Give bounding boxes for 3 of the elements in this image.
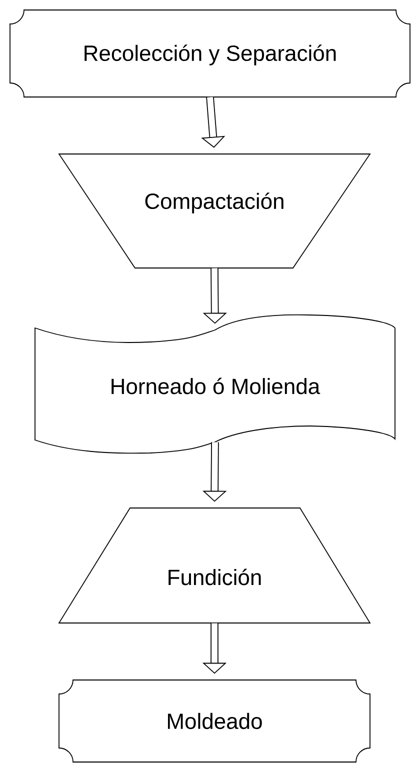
wave-box: Horneado ó Molienda bbox=[34, 314, 396, 454]
plaque-box: Moldeado bbox=[58, 680, 370, 762]
plaque-box: Recolección y Separación bbox=[10, 10, 410, 98]
